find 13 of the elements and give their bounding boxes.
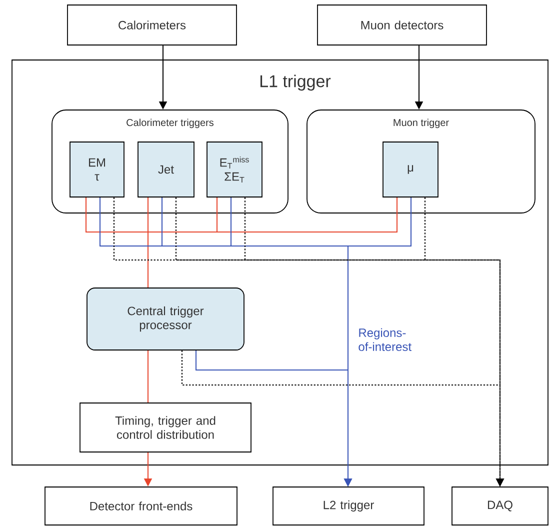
process-box: Calorimeters: [67, 4, 237, 46]
process-box: L2 trigger: [272, 486, 424, 526]
process-box: Detector front-ends: [44, 486, 238, 526]
process-box: Timing, trigger and control distribution: [80, 402, 252, 452]
trigger-box: E$_{T}$miss ΣE$_{T}$: [206, 142, 262, 198]
trigger-box: EM τ: [70, 142, 124, 198]
process-box: DAQ: [452, 486, 548, 526]
process-box: Muon detectors: [317, 4, 487, 46]
processor-box: Central trigger processor: [86, 288, 244, 350]
annotation-text: Regions-of-interest: [358, 328, 412, 351]
trigger-box: μ: [382, 142, 438, 198]
trigger-box: Jet: [138, 142, 194, 198]
connector-line: [148, 196, 398, 288]
